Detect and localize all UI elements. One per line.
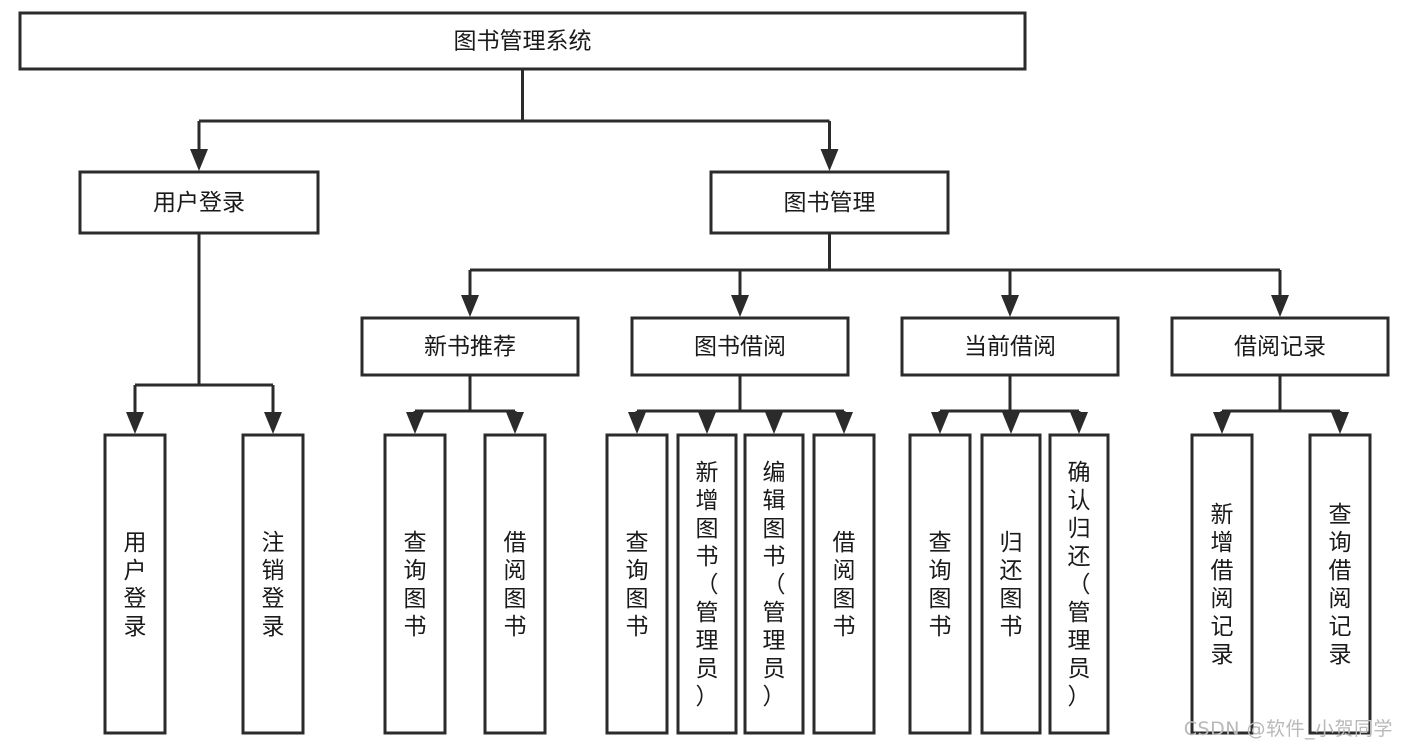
node-box-leaf-edit-book xyxy=(743,433,805,735)
node-label-user-login: 用户登录 xyxy=(153,190,245,216)
node-user-login[interactable]: 用户登录 xyxy=(78,170,320,235)
node-label-leaf-query-book-1: 查询图书 xyxy=(404,530,427,640)
node-box-borrow-record xyxy=(1170,316,1390,377)
arrowhead-borrow-record-1 xyxy=(1331,412,1349,434)
node-leaf-edit-book[interactable]: 编辑图书（管理员） xyxy=(743,433,805,735)
edges-layer xyxy=(126,69,1349,434)
node-leaf-logout[interactable]: 注销登录 xyxy=(241,433,305,735)
node-leaf-add-book[interactable]: 新增图书（管理员） xyxy=(676,433,738,735)
node-box-leaf-query-record xyxy=(1308,433,1372,735)
node-leaf-query-book-3[interactable]: 查询图书 xyxy=(908,433,972,735)
node-label-leaf-edit-book: 编辑图书（管理员） xyxy=(763,460,786,710)
node-label-root: 图书管理系统 xyxy=(454,29,592,55)
arrowhead-user-login-0 xyxy=(126,412,144,434)
node-label-leaf-add-record: 新增借阅记录 xyxy=(1211,502,1234,668)
node-leaf-user-login[interactable]: 用户登录 xyxy=(103,433,167,735)
node-label-leaf-borrow-book-1: 借阅图书 xyxy=(504,530,527,640)
arrowhead-current-borrow-2 xyxy=(1070,412,1088,434)
node-box-leaf-logout xyxy=(241,433,305,735)
node-box-leaf-add-record xyxy=(1190,433,1254,735)
node-box-book-manage xyxy=(709,170,950,235)
node-box-leaf-add-book xyxy=(676,433,738,735)
node-label-book-borrow: 图书借阅 xyxy=(694,334,786,360)
node-leaf-return-book[interactable]: 归还图书 xyxy=(980,433,1042,735)
arrowhead-book-manage-0 xyxy=(461,295,479,317)
node-label-leaf-query-record: 查询借阅记录 xyxy=(1329,502,1352,668)
arrowhead-new-book-rec-1 xyxy=(506,412,524,434)
node-box-leaf-query-book-1 xyxy=(383,433,447,735)
node-label-leaf-logout: 注销登录 xyxy=(262,530,285,640)
arrowhead-book-manage-1 xyxy=(731,295,749,317)
node-label-leaf-query-book-2: 查询图书 xyxy=(626,530,649,640)
arrowhead-book-borrow-2 xyxy=(765,412,783,434)
node-box-leaf-query-book-2 xyxy=(605,433,669,735)
node-new-book-rec[interactable]: 新书推荐 xyxy=(360,316,580,377)
node-box-book-borrow xyxy=(630,316,850,377)
arrowhead-book-manage-2 xyxy=(1001,295,1019,317)
arrowhead-book-manage-3 xyxy=(1271,295,1289,317)
node-box-leaf-return-book xyxy=(980,433,1042,735)
nodes-layer: 图书管理系统用户登录图书管理新书推荐图书借阅当前借阅借阅记录用户登录注销登录查询… xyxy=(18,11,1390,735)
node-label-leaf-user-login: 用户登录 xyxy=(124,530,147,640)
node-label-leaf-query-book-3: 查询图书 xyxy=(929,530,952,640)
node-label-new-book-rec: 新书推荐 xyxy=(424,334,516,360)
node-label-leaf-return-book: 归还图书 xyxy=(1000,530,1023,640)
node-box-new-book-rec xyxy=(360,316,580,377)
node-leaf-query-book-2[interactable]: 查询图书 xyxy=(605,433,669,735)
node-label-current-borrow: 当前借阅 xyxy=(964,334,1056,360)
node-label-leaf-confirm-return: 确认归还（管理员） xyxy=(1068,460,1091,710)
node-box-leaf-query-book-3 xyxy=(908,433,972,735)
node-box-leaf-borrow-book-1 xyxy=(483,433,547,735)
node-book-borrow[interactable]: 图书借阅 xyxy=(630,316,850,377)
node-box-leaf-borrow-book-2 xyxy=(812,433,876,735)
node-current-borrow[interactable]: 当前借阅 xyxy=(900,316,1120,377)
arrowhead-current-borrow-1 xyxy=(1002,412,1020,434)
arrowhead-book-borrow-1 xyxy=(698,412,716,434)
arrowhead-book-borrow-0 xyxy=(628,412,646,434)
node-box-leaf-user-login xyxy=(103,433,167,735)
node-leaf-query-record[interactable]: 查询借阅记录 xyxy=(1308,433,1372,735)
node-box-leaf-confirm-return xyxy=(1048,433,1110,735)
arrowhead-root-1 xyxy=(820,149,839,171)
node-leaf-add-record[interactable]: 新增借阅记录 xyxy=(1190,433,1254,735)
node-leaf-confirm-return[interactable]: 确认归还（管理员） xyxy=(1048,433,1110,735)
node-box-root xyxy=(18,11,1027,71)
arrowhead-user-login-1 xyxy=(264,412,282,434)
node-leaf-borrow-book-1[interactable]: 借阅图书 xyxy=(483,433,547,735)
arrowhead-current-borrow-0 xyxy=(931,412,949,434)
arrowhead-borrow-record-0 xyxy=(1213,412,1231,434)
node-leaf-query-book-1[interactable]: 查询图书 xyxy=(383,433,447,735)
node-root[interactable]: 图书管理系统 xyxy=(18,11,1027,71)
node-box-current-borrow xyxy=(900,316,1120,377)
node-label-leaf-borrow-book-2: 借阅图书 xyxy=(833,530,856,640)
node-leaf-borrow-book-2[interactable]: 借阅图书 xyxy=(812,433,876,735)
arrowhead-book-borrow-3 xyxy=(835,412,853,434)
arrowhead-root-0 xyxy=(190,149,208,171)
arrowhead-new-book-rec-0 xyxy=(406,412,424,434)
node-box-user-login xyxy=(78,170,320,235)
node-label-book-manage: 图书管理 xyxy=(784,190,876,216)
node-borrow-record[interactable]: 借阅记录 xyxy=(1170,316,1390,377)
node-label-leaf-add-book: 新增图书（管理员） xyxy=(696,460,719,710)
node-label-borrow-record: 借阅记录 xyxy=(1234,334,1326,360)
node-book-manage[interactable]: 图书管理 xyxy=(709,170,950,235)
